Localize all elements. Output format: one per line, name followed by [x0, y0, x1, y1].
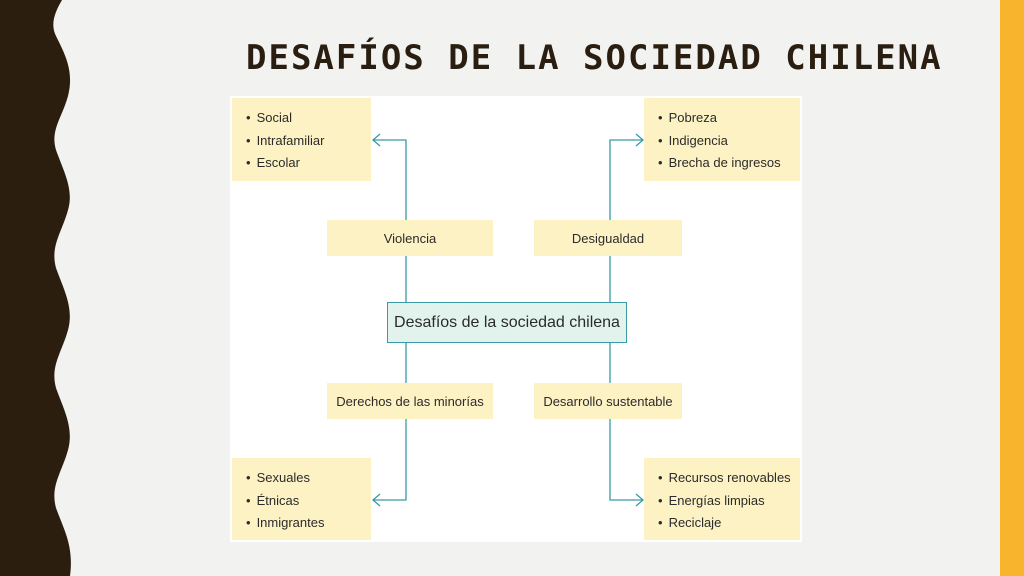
category-desarrollo-sustentable: Desarrollo sustentable: [534, 383, 682, 419]
list-item: Reciclaje: [658, 512, 800, 535]
category-derechos-minorias: Derechos de las minorías: [327, 383, 493, 419]
list-item: Pobreza: [658, 107, 800, 130]
concept-diagram: Social Intrafamiliar Escolar Pobreza Ind…: [230, 96, 802, 542]
central-concept: Desafíos de la sociedad chilena: [387, 302, 627, 343]
list-item: Indigencia: [658, 130, 800, 153]
decorative-wavy-band: [0, 0, 71, 576]
list-item: Étnicas: [246, 490, 371, 513]
accent-bar: [1000, 0, 1024, 576]
list-item: Sexuales: [246, 467, 371, 490]
slide-title: DESAFÍOS DE LA SOCIEDAD CHILENA: [246, 38, 943, 78]
category-violencia: Violencia: [327, 220, 493, 256]
category-desigualdad: Desigualdad: [534, 220, 682, 256]
list-item: Brecha de ingresos: [658, 152, 800, 175]
list-item: Recursos renovables: [658, 467, 800, 490]
list-desigualdad-types: Pobreza Indigencia Brecha de ingresos: [644, 98, 800, 181]
list-item: Intrafamiliar: [246, 130, 371, 153]
arrow-desigualdad: [635, 133, 644, 147]
list-desarrollo-types: Recursos renovables Energías limpias Rec…: [644, 458, 800, 540]
list-violencia-types: Social Intrafamiliar Escolar: [232, 98, 371, 181]
arrow-derechos: [372, 493, 381, 507]
arrow-desarrollo: [635, 493, 644, 507]
connector-derechos: [374, 343, 407, 501]
list-item: Social: [246, 107, 371, 130]
arrow-violencia: [372, 133, 381, 147]
list-item: Energías limpias: [658, 490, 800, 513]
list-item: Escolar: [246, 152, 371, 175]
list-minorias-types: Sexuales Étnicas Inmigrantes: [232, 458, 371, 540]
connector-desarrollo: [609, 343, 642, 501]
list-item: Inmigrantes: [246, 512, 371, 535]
